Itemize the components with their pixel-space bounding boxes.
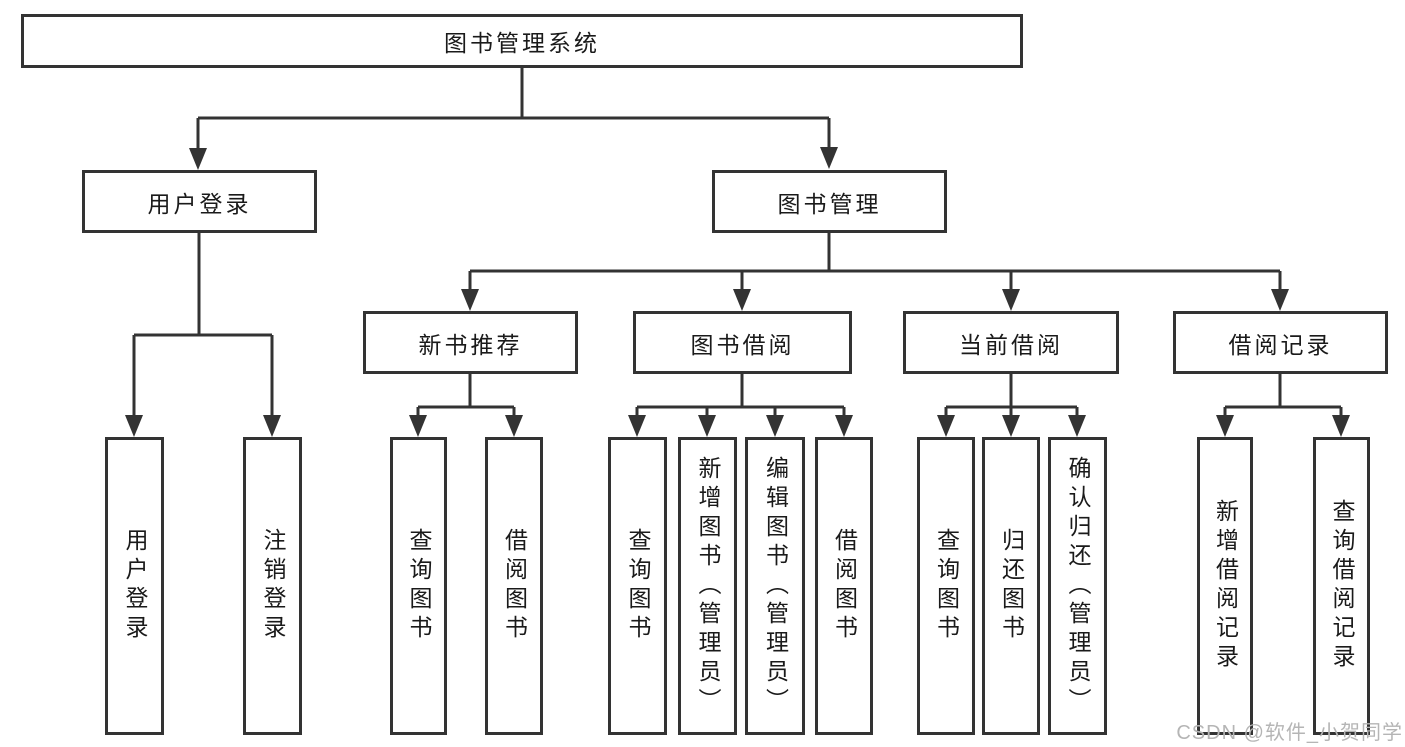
leaf-borrow-books: 借阅图书 — [815, 437, 873, 735]
leaf-return-books: 归还图书 — [982, 437, 1040, 735]
leaf-logout: 注销登录 — [243, 437, 302, 735]
leaf-label: 借阅图书 — [831, 528, 858, 644]
leaf-user-login: 用户登录 — [105, 437, 164, 735]
leaf-label: 确认归还（管理员） — [1065, 455, 1091, 717]
node-label: 图书管理系统 — [444, 30, 600, 56]
leaf-confirm-return-admin: 确认归还（管理员） — [1048, 437, 1107, 735]
arrowheads — [125, 147, 1350, 437]
node-label: 图书借阅 — [690, 331, 795, 358]
node-label: 借阅记录 — [1228, 331, 1333, 358]
node-current-borrow: 当前借阅 — [903, 311, 1119, 374]
node-book-borrow: 图书借阅 — [633, 311, 852, 374]
leaf-query-books-borrow: 查询图书 — [608, 437, 667, 735]
leaf-label: 用户登录 — [122, 528, 148, 644]
node-label: 当前借阅 — [959, 331, 1063, 358]
leaf-query-books-recommend: 查询图书 — [390, 437, 447, 735]
leaf-label: 新增图书（管理员） — [695, 455, 721, 717]
node-book-management: 图书管理 — [712, 170, 947, 233]
leaf-add-books-admin: 新增图书（管理员） — [678, 437, 737, 735]
node-label: 用户登录 — [147, 190, 252, 217]
leaf-label: 借阅图书 — [501, 528, 528, 644]
leaf-label: 查询图书 — [933, 528, 960, 644]
node-label: 图书管理 — [777, 190, 882, 217]
connector-paths — [132, 68, 1343, 418]
leaf-label: 编辑图书（管理员） — [762, 455, 789, 717]
node-library-system: 图书管理系统 — [21, 14, 1023, 68]
leaf-label: 归还图书 — [998, 528, 1025, 644]
node-new-book-recommend: 新书推荐 — [363, 311, 578, 374]
leaf-query-books-current: 查询图书 — [917, 437, 975, 735]
leaf-label: 新增借阅记录 — [1212, 499, 1239, 673]
leaf-label: 查询图书 — [406, 528, 432, 644]
node-label: 新书推荐 — [418, 331, 523, 358]
leaf-borrow-books-recommend: 借阅图书 — [485, 437, 543, 735]
leaf-label: 注销登录 — [260, 528, 286, 644]
node-user-login: 用户登录 — [82, 170, 317, 233]
leaf-label: 查询借阅记录 — [1329, 499, 1355, 673]
node-borrow-records: 借阅记录 — [1173, 311, 1388, 374]
leaf-query-borrow-record: 查询借阅记录 — [1313, 437, 1370, 735]
leaf-add-borrow-record: 新增借阅记录 — [1197, 437, 1253, 735]
csdn-watermark: CSDN @软件_小贺同学 — [1176, 722, 1403, 744]
leaf-label: 查询图书 — [625, 528, 651, 644]
leaf-edit-books-admin: 编辑图书（管理员） — [745, 437, 805, 735]
